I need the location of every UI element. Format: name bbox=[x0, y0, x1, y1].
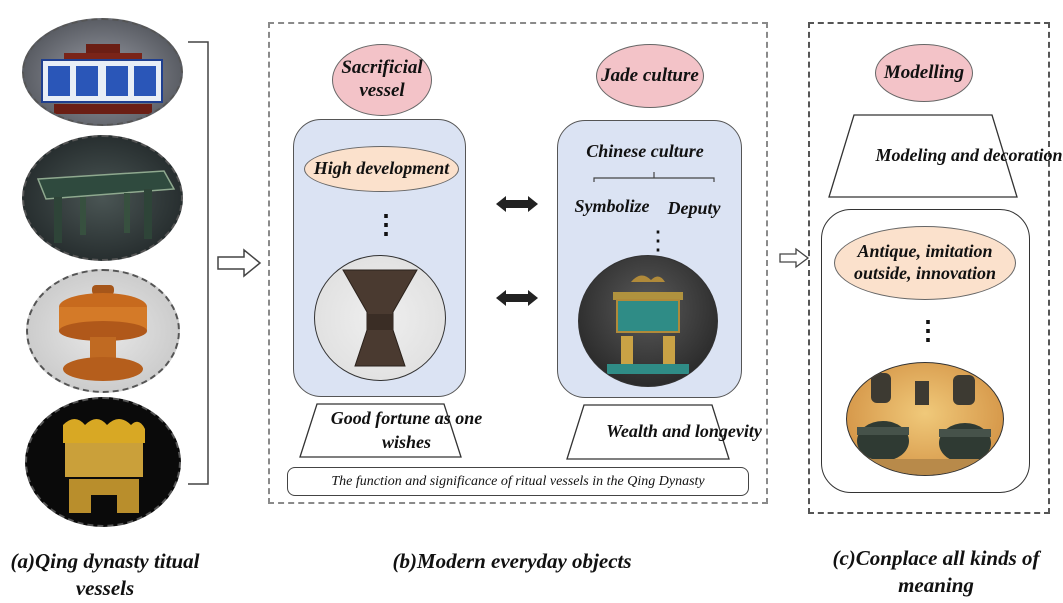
modern-bronze-replicas-icon bbox=[847, 373, 1003, 475]
bronze-table-vessel-icon bbox=[36, 170, 176, 243]
vertical-dots: ⋮ bbox=[373, 210, 399, 239]
antique-imitation-ellipse: Antique, imitation outside, innovation bbox=[834, 226, 1016, 300]
symbolize-label: Symbolize bbox=[574, 196, 650, 216]
arrow-right-icon bbox=[217, 248, 262, 278]
blue-white-porcelain-vessel-icon bbox=[41, 44, 163, 114]
bronze-ding-vessel-photo bbox=[578, 255, 718, 387]
sacrificial-vessel-header: Sacrificial vessel bbox=[332, 44, 432, 116]
section-b-footer-text: The function and significance of ritual … bbox=[331, 473, 705, 489]
bronze-ding-vessel-icon bbox=[607, 275, 689, 374]
section-c-dashed-frame bbox=[808, 22, 1050, 514]
caption-b: (b)Modern everyday objects bbox=[392, 549, 632, 573]
high-development-label: High development bbox=[313, 158, 450, 179]
arrow-right-icon bbox=[779, 247, 810, 269]
gold-square-vessel-icon bbox=[63, 419, 145, 513]
wealth-longevity-label: Wealth and longevity bbox=[606, 421, 762, 442]
culture-branch-line bbox=[593, 172, 715, 182]
modeling-decoration-trapezoid: Modeling and decoration bbox=[828, 114, 1063, 198]
vertical-dots: ⋮ bbox=[915, 316, 941, 345]
bronze-gu-vessel-photo bbox=[314, 255, 446, 381]
bronze-gu-vessel-icon bbox=[342, 269, 418, 367]
jade-culture-header: Jade culture bbox=[596, 44, 704, 108]
caption-c: (c)Conplace all kinds of meaning bbox=[832, 546, 1040, 598]
bidirectional-arrow-icon-2 bbox=[496, 290, 538, 306]
caption-a: (a)Qing dynasty titual vessels bbox=[10, 549, 200, 601]
qing-vessel-photo-2 bbox=[22, 135, 183, 261]
good-fortune-trapezoid: Good fortune as one wishes bbox=[299, 403, 482, 458]
qing-vessel-photo-1 bbox=[22, 18, 183, 126]
gilt-lidded-dou-vessel-icon bbox=[59, 285, 147, 381]
sacrificial-vessel-label: Sacrificial vessel bbox=[341, 57, 423, 101]
wealth-longevity-trapezoid: Wealth and longevity bbox=[566, 404, 762, 460]
deputy-label: Deputy bbox=[667, 198, 721, 218]
qing-vessel-photo-4 bbox=[25, 397, 181, 527]
high-development-ellipse: High development bbox=[304, 146, 459, 192]
section-b-dashed-frame bbox=[268, 22, 768, 504]
modelling-label: Modelling bbox=[883, 61, 965, 83]
modern-bronze-replicas-photo bbox=[846, 362, 1004, 476]
good-fortune-label: Good fortune as one wishes bbox=[330, 408, 483, 452]
jade-culture-label: Jade culture bbox=[601, 64, 699, 86]
antique-imitation-label: Antique, imitation outside, innovation bbox=[853, 241, 997, 283]
modelling-header: Modelling bbox=[875, 44, 973, 102]
section-b-footer-box: The function and significance of ritual … bbox=[287, 467, 749, 496]
bidirectional-arrow-icon-1 bbox=[496, 196, 538, 212]
modeling-decoration-label: Modeling and decoration bbox=[875, 145, 1063, 166]
chinese-culture-label: Chinese culture bbox=[586, 141, 704, 161]
vertical-dots: ⋮ bbox=[645, 226, 671, 255]
qing-vessel-photo-3 bbox=[26, 269, 180, 393]
bracket-connector bbox=[188, 41, 209, 485]
